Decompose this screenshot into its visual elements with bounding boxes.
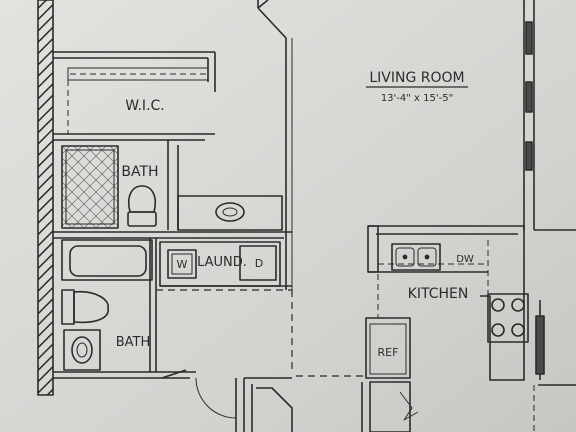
- vanity-second: [63, 329, 101, 371]
- washer-mark: W: [177, 258, 188, 271]
- kitchen-label: KITCHEN: [408, 286, 469, 302]
- laundry-label: LAUND.: [197, 255, 247, 270]
- toilet-master: [127, 185, 157, 227]
- bath-second-label: BATH: [116, 335, 151, 350]
- bath-master-label: BATH: [121, 164, 158, 180]
- pantry: [361, 381, 419, 432]
- living-room-dimensions: 13'-4" x 15'-5": [381, 93, 453, 104]
- walk-in-closet: [53, 51, 216, 141]
- refrigerator: [365, 317, 411, 379]
- shower: [61, 145, 119, 229]
- exterior-wall-left: [37, 0, 54, 396]
- door-swing-bath: [161, 369, 237, 432]
- laundry-closet: [159, 241, 292, 287]
- cooktop: [487, 293, 529, 343]
- kitchen-sink: [391, 243, 441, 271]
- bathtub: [61, 239, 153, 281]
- dishwasher-label: DW: [456, 254, 474, 265]
- refrigerator-label: REF: [378, 346, 399, 359]
- vanity-master: [177, 195, 283, 231]
- exterior-wall-right: [523, 0, 576, 386]
- entry-walls: [243, 377, 293, 432]
- living-room-label: LIVING ROOM: [369, 70, 464, 86]
- hall-dashed-lines: [156, 289, 368, 377]
- toilet-second: [61, 289, 109, 325]
- dryer-mark: D: [255, 257, 263, 270]
- living-dashed-edge: [377, 264, 535, 432]
- wic-label: W.I.C.: [125, 98, 165, 114]
